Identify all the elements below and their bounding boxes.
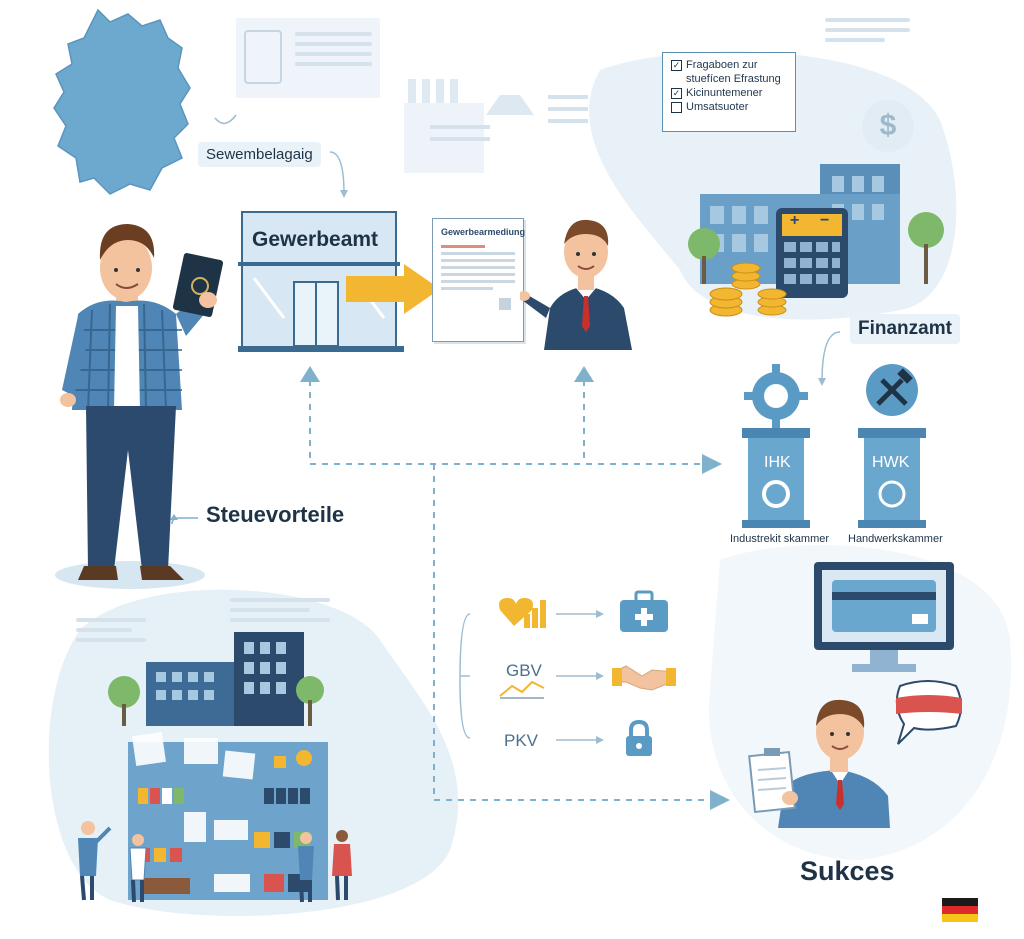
checklist-item[interactable]: Umsatsuoter — [671, 100, 787, 114]
monitor-icon — [814, 562, 954, 672]
hwk-pillar-icon — [858, 364, 926, 528]
checkbox-checked-icon: ✓ — [671, 60, 682, 71]
founder-person-icon — [60, 224, 224, 580]
label-steuervorteile: Steuevorteile — [206, 502, 345, 527]
checkbox-checked-icon: ✓ — [671, 88, 682, 99]
chart-heart-icon — [499, 598, 546, 628]
ihk-pillar-icon — [742, 364, 810, 528]
checklist-item-label: Fragaboen zur stuefícen Efrastung — [686, 59, 781, 85]
label-gbv: GBV — [506, 661, 542, 680]
people-group-icon — [78, 821, 352, 903]
arrow-right-icon — [346, 264, 440, 314]
checklist-item-label: Umsatsuoter — [686, 101, 749, 113]
german-flag-icon — [942, 898, 978, 922]
label-hwk-caption: Handwerkskammer — [848, 533, 943, 545]
checklist-item[interactable]: ✓ Fragaboen zur stuefícen Efrastung — [671, 58, 787, 86]
arrow-curve-icon — [170, 514, 198, 525]
handshake-icon — [612, 665, 676, 691]
dollar-icon: $ — [862, 100, 914, 152]
finanzamt-building-icon — [688, 164, 944, 317]
calculator-minus-icon: − — [820, 212, 830, 229]
decor-doc-1-icon — [244, 30, 282, 84]
checklist-item-label: Kicinuntemener — [686, 87, 763, 99]
label-pkv: PKV — [504, 731, 539, 750]
decor-doc-1 — [236, 18, 380, 98]
city-buildings-icon — [108, 632, 324, 726]
market-board-icon — [128, 732, 328, 900]
label-gewerbeamt: Gewerbeamt — [252, 228, 379, 251]
official-person-icon — [520, 219, 632, 350]
decor-doc-2 — [825, 12, 910, 52]
speech-bubble-icon — [895, 680, 962, 745]
checklist-item[interactable]: ✓ Kicinuntemener — [671, 86, 787, 100]
label-hwk: HWK — [872, 454, 910, 471]
document-title: Gewerbearmediung — [441, 227, 526, 237]
decor-doc-4 — [230, 592, 330, 628]
decor-doc-3 — [76, 612, 146, 648]
label-sewembelagaig: Sewembelagaig — [198, 142, 321, 167]
document-lines — [441, 245, 515, 310]
gewerbeanmeldung-document[interactable]: Gewerbearmediung — [432, 218, 526, 342]
germany-map-icon — [53, 8, 191, 195]
decor-buildings-top — [404, 79, 588, 173]
line-chart-icon — [499, 680, 545, 699]
label-ihk: IHK — [764, 454, 791, 471]
gewerbeamt-building-icon — [238, 211, 404, 352]
label-finanzamt: Finanzamt — [850, 314, 960, 344]
calculator-plus-icon: + — [790, 212, 800, 229]
checklist-panel: ✓ Fragaboen zur stuefícen Efrastung ✓ Kici… — [662, 52, 796, 132]
lock-icon — [626, 720, 652, 756]
medical-kit-icon — [620, 590, 668, 632]
label-success: Sukces — [800, 856, 895, 886]
checkbox-empty-icon — [671, 102, 682, 113]
success-person-icon — [748, 699, 890, 828]
label-ihk-caption: Industrekit skammer — [730, 533, 830, 545]
